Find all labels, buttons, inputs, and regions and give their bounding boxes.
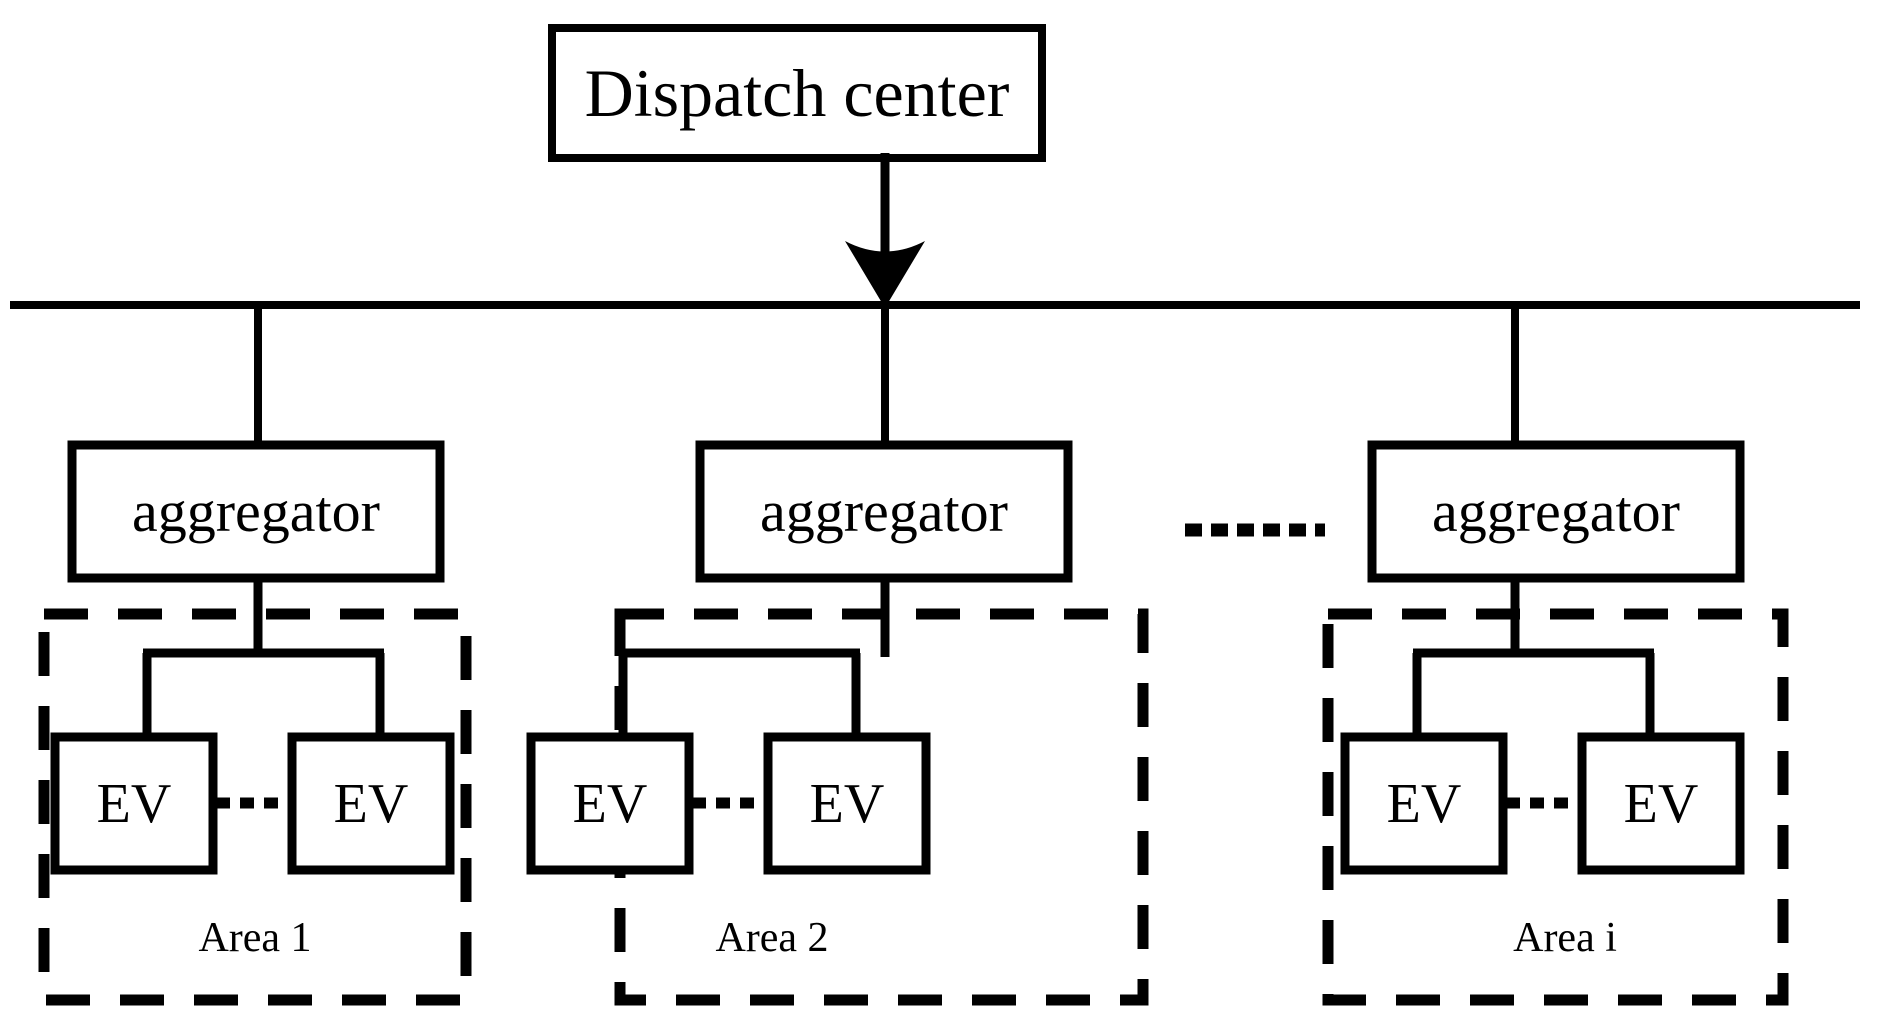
area-i-dashed-boundary	[1322, 608, 1789, 1006]
aggregator-i-label: aggregator	[1432, 478, 1680, 544]
area-1-ev-1-label: EV	[96, 772, 172, 835]
dispatch-to-bus-arrowhead	[845, 241, 925, 308]
area-1-ev-box-2[interactable]	[287, 732, 455, 875]
area-2-ev-2-label: EV	[809, 772, 885, 835]
area-i-ev-box-1[interactable]	[1340, 732, 1508, 875]
aggregator-1-box[interactable]	[67, 440, 445, 583]
area-2-ev-box-1[interactable]	[526, 732, 694, 875]
dispatch-center-label: Dispatch center	[584, 55, 1010, 131]
area-2-label: Area 2	[715, 915, 829, 961]
aggregator-2-label: aggregator	[760, 478, 1008, 544]
area-i-ev-2-label: EV	[1623, 772, 1699, 835]
area-1-dashed-boundary	[38, 608, 472, 1006]
area-2-ev-1-label: EV	[572, 772, 648, 835]
area-i-label: Area i	[1513, 915, 1617, 961]
area-2-ev-box-2[interactable]	[763, 732, 931, 875]
area-1-label: Area 1	[198, 915, 312, 961]
area-i-ev-1-label: EV	[1386, 772, 1462, 835]
area-1-ev-2-label: EV	[333, 772, 409, 835]
area-i-ev-box-2[interactable]	[1577, 732, 1745, 875]
aggregator-2-box[interactable]	[695, 440, 1073, 583]
aggregator-i-box[interactable]	[1367, 440, 1745, 583]
dispatch-center-box[interactable]	[548, 24, 1046, 162]
aggregator-1-label: aggregator	[132, 478, 380, 544]
area-1-ev-box-1[interactable]	[50, 732, 218, 875]
